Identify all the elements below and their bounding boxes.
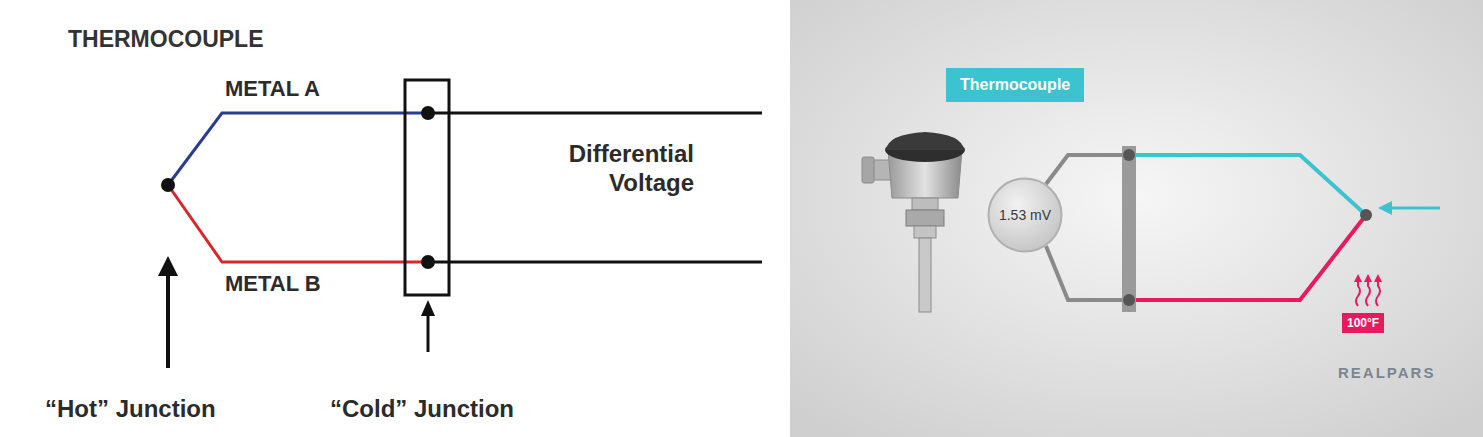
watermark: REALPARS [1338,364,1435,382]
part-label: “Cold” Junction [330,395,514,424]
hot-junction-dot [161,178,175,192]
terminal-block [1122,146,1136,312]
arrow-head [1364,274,1372,282]
probe-neck [912,198,938,210]
junction-dot [421,106,435,120]
lead-wire [428,112,762,115]
probe-conduit [862,157,874,183]
node-text: Thermocouple [960,76,1070,94]
signal-label: Differential Voltage [512,140,694,198]
title-tag: Thermocouple [946,68,1084,102]
hot-junction-dot [1360,209,1372,221]
wire-label: METAL A [225,76,320,102]
junction-dot [421,255,435,269]
meter-circle-shape [989,179,1062,252]
pointer-arrow [166,272,170,368]
meter-wire [1046,155,1129,184]
arrow-head [1374,274,1382,282]
probe-thread [914,226,936,238]
heat-wave [1366,280,1370,306]
probe-stem [919,238,931,312]
wire-label: METAL B [225,271,321,297]
probe-nut [906,210,944,226]
panel-background [790,0,1483,437]
heat-wave [1356,280,1360,306]
metal-b-wire [168,185,428,262]
arrow-head [1378,201,1392,215]
part-label: “Hot” Junction [45,395,216,424]
arrow-head [421,300,435,316]
arrow-head [1354,274,1362,282]
metal-b-wire [1136,215,1366,300]
temperature-tag: 100°F [1342,313,1384,333]
arrow-head [158,256,178,276]
terminal-dot [1123,294,1135,306]
meter-wire [1046,246,1129,300]
diagram-title: THERMOCOUPLE [68,26,264,54]
cold-junction-block [405,80,449,295]
heat-wave [1376,280,1380,306]
node-text: 100°F [1347,316,1379,330]
pointer-arrow [1390,207,1440,210]
terminal-dot [1123,149,1135,161]
probe-cap [886,132,964,150]
metal-a-wire [168,113,428,185]
pointer-arrow [427,314,430,352]
lead-wire [428,261,762,264]
node-text: 1.53 mV [999,207,1051,223]
metal-a-wire [1136,155,1366,215]
meter-circle: 1.53 mV [987,177,1063,253]
